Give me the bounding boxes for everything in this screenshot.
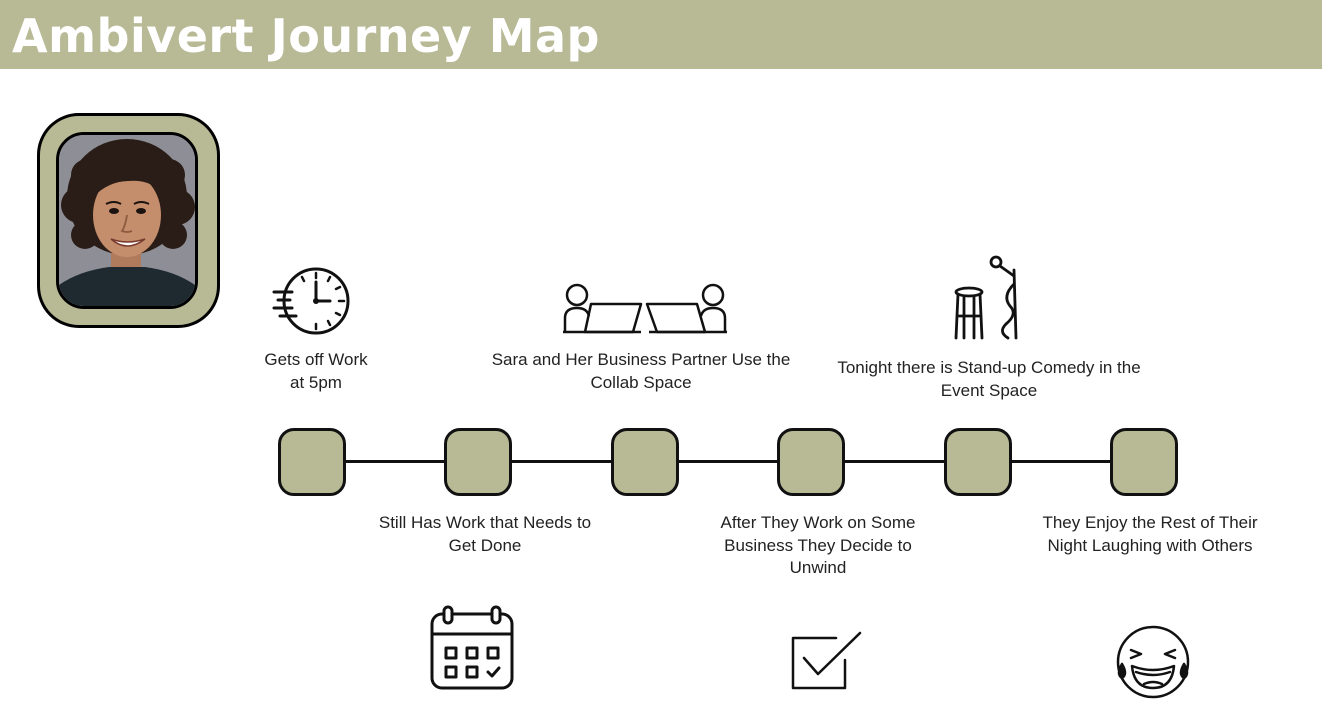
calendar-icon xyxy=(430,605,514,690)
laughing-face-icon xyxy=(1116,625,1190,699)
persona-portrait-illustration xyxy=(59,135,195,306)
timeline-node-4 xyxy=(777,428,845,496)
timeline-node-2 xyxy=(444,428,512,496)
step-6-label: They Enjoy the Rest of Their Night Laugh… xyxy=(1042,513,1258,555)
timeline-node-5 xyxy=(944,428,1012,496)
timeline-connector-line xyxy=(312,460,1144,463)
checkbox-icon xyxy=(791,631,862,690)
persona-avatar-frame xyxy=(37,113,220,328)
step-2-label: Still Has Work that Needs to Get Done xyxy=(378,513,592,555)
timeline-node-1 xyxy=(278,428,346,496)
persona-avatar xyxy=(56,132,198,309)
timeline-node-3 xyxy=(611,428,679,496)
microphone-stool-icon xyxy=(954,255,1018,340)
timeline-node-6 xyxy=(1110,428,1178,496)
step-3-label: Sara and Her Business Partner Use the Co… xyxy=(491,350,791,392)
step-4-label: After They Work on Some Business They De… xyxy=(720,513,916,577)
step-5-label: Tonight there is Stand-up Comedy in the … xyxy=(837,358,1141,400)
page-title: Ambivert Journey Map xyxy=(12,9,600,63)
step-1-label: Gets off Work at 5pm xyxy=(264,350,368,392)
people-laptops-icon xyxy=(563,283,727,334)
clock-icon xyxy=(272,267,350,335)
header-bar: Ambivert Journey Map xyxy=(0,0,1322,69)
